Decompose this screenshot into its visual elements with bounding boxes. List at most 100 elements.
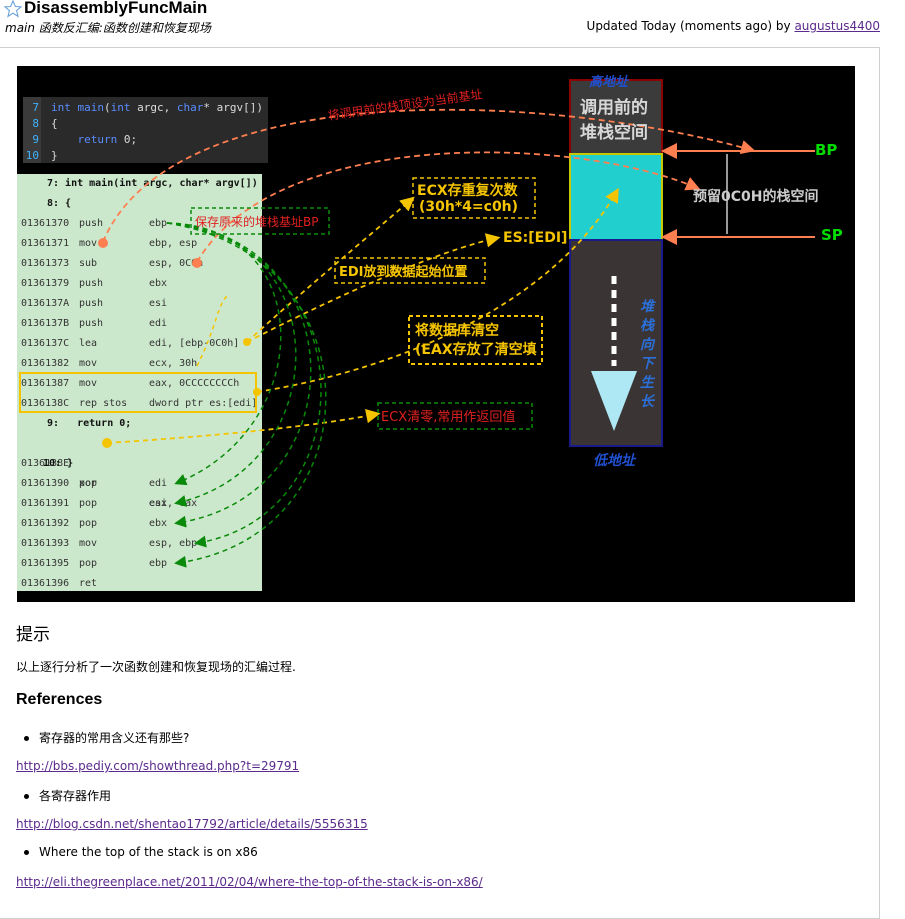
asm-opcode: ret xyxy=(79,578,98,589)
asm-opcode: mov xyxy=(79,238,98,249)
page-title: DisassemblyFuncMain xyxy=(24,0,208,17)
bullet-icon xyxy=(24,794,29,799)
label-high-address: 高地址 xyxy=(589,75,629,90)
line-number: 7 xyxy=(32,101,39,114)
code-line: return 0; xyxy=(77,133,138,146)
stack-free-block xyxy=(569,239,663,447)
asm-operand: edi xyxy=(149,478,168,489)
annotation-ecx-count: ECX存重复次数 xyxy=(417,183,518,199)
source-line: 9: return 0; xyxy=(47,418,132,429)
source-line: 10: } xyxy=(43,458,74,469)
reference-link[interactable]: http://bbs.pediy.com/showthread.php?t=29… xyxy=(16,759,300,773)
asm-address: 0136137C xyxy=(21,338,70,349)
asm-address: 01361370 xyxy=(21,218,70,229)
code-line: { xyxy=(51,117,58,130)
asm-address: 01361373 xyxy=(21,258,70,269)
line-number: 8 xyxy=(32,117,39,130)
asm-operand: esp, ebp xyxy=(149,538,198,549)
asm-opcode: push xyxy=(79,218,104,229)
disassembly-panel: 7: int main(int argc, char* argv[]) 8: {… xyxy=(17,174,262,591)
asm-operand: esi xyxy=(149,498,168,509)
asm-operand: edi xyxy=(149,318,168,329)
source-line: 8: { xyxy=(47,198,72,209)
asm-address: 01361387 xyxy=(21,378,70,389)
reference-item: 寄存器的常用含义还有那些? xyxy=(24,729,189,746)
page-summary: main 函数反汇编:函数创建和恢复现场 xyxy=(5,21,211,35)
asm-operand: esp, 0C0h xyxy=(149,258,204,269)
annotation-clear-2: (EAX存放了清空填 xyxy=(415,342,537,358)
annotation-ecx-calc: (30h*4=c0h) xyxy=(419,199,519,215)
annotation-ecx-zero: ECX清零,常用作返回值 xyxy=(381,410,516,425)
asm-address: 01361371 xyxy=(21,238,70,249)
asm-opcode: pop xyxy=(79,478,98,489)
asm-operand: ebp xyxy=(149,558,168,569)
asm-opcode: lea xyxy=(79,338,98,349)
line-number: 9 xyxy=(32,133,39,146)
asm-row: 01361395 pop ebp xyxy=(21,554,261,574)
asm-opcode: pop xyxy=(79,518,98,529)
reference-label: Where the top of the stack is on x86 xyxy=(39,845,258,859)
asm-address: 01361390 xyxy=(21,478,70,489)
updated-info: Updated Today (moments ago) by augustus4… xyxy=(587,19,880,33)
label-sp: SP xyxy=(821,226,843,244)
asm-opcode: sub xyxy=(79,258,98,269)
reference-label: 各寄存器作用 xyxy=(39,789,112,803)
asm-row: 01361370 push ebp xyxy=(21,214,261,234)
reference-link[interactable]: http://blog.csdn.net/shentao17792/articl… xyxy=(16,817,368,831)
reference-label: 寄存器的常用含义还有那些? xyxy=(39,731,190,745)
bullet-icon xyxy=(24,736,29,741)
asm-operand: ebp, esp xyxy=(149,238,198,249)
asm-row: 01361373 sub esp, 0C0h xyxy=(21,254,261,274)
asm-row: 01361379 push ebx xyxy=(21,274,261,294)
annotation-es-edi: ES:[EDI] xyxy=(503,230,568,246)
label-reserve: 预留0C0H的栈空间 xyxy=(693,189,819,205)
source-line: 7: int main(int argc, char* argv[]) xyxy=(47,178,258,189)
asm-opcode: push xyxy=(79,278,104,289)
reference-item: Where the top of the stack is on x86 xyxy=(24,845,258,859)
asm-address: 0136138C xyxy=(21,398,70,409)
reference-link[interactable]: http://eli.thegreenplace.net/2011/02/04/… xyxy=(16,875,483,889)
updated-text: Updated Today (moments ago) by xyxy=(586,19,795,33)
annotation-arrows xyxy=(98,108,815,568)
label-stack-before-2: 堆栈空间 xyxy=(580,123,648,143)
bullet-icon xyxy=(24,850,29,855)
asm-operand: eax, 0CCCCCCCCh xyxy=(149,378,240,389)
asm-opcode: rep stos xyxy=(79,398,128,409)
asm-operand: ebx xyxy=(149,278,168,289)
label-stack-grows-down: 堆栈向下生长 xyxy=(640,299,654,410)
asm-address: 01361382 xyxy=(21,358,70,369)
asm-row: 01361371 mov ebp, esp xyxy=(21,234,261,254)
label-stack-before-1: 调用前的 xyxy=(580,98,648,118)
asm-opcode: pop xyxy=(79,558,98,569)
author-link[interactable]: augustus4400 xyxy=(794,19,880,33)
label-low-address: 低地址 xyxy=(593,453,635,469)
asm-address: 01361393 xyxy=(21,538,70,549)
asm-opcode: mov xyxy=(79,358,98,369)
annotation-edi-start: EDI放到数据起始位置 xyxy=(339,265,468,280)
references-heading: References xyxy=(16,691,103,708)
asm-opcode: mov xyxy=(79,378,98,389)
asm-operand: eax, eax xyxy=(149,498,198,509)
asm-operand: ebp xyxy=(149,218,168,229)
asm-operand: dword ptr es:[edi] xyxy=(149,398,258,409)
asm-address: 01361395 xyxy=(21,558,70,569)
tip-heading: 提示 xyxy=(16,625,50,645)
asm-operand: edi, [ebp-0C0h] xyxy=(149,338,240,349)
star-icon[interactable] xyxy=(4,0,22,18)
asm-address: 0136137B xyxy=(21,318,70,329)
code-line: int main(int argc, char* argv[]) xyxy=(51,101,263,114)
asm-address: 01361392 xyxy=(21,518,70,529)
code-line: } xyxy=(51,149,58,162)
asm-address: 01361379 xyxy=(21,278,70,289)
tip-text: 以上逐行分析了一次函数创建和恢复现场的汇编过程. xyxy=(16,660,296,674)
asm-row: 01361382 mov ecx, 30h xyxy=(21,354,261,374)
annotation-clear-1: 将数据库清空 xyxy=(415,323,499,339)
annotation-save-bp: 保存原来的堆栈基址BP xyxy=(195,215,319,229)
asm-row: 01361390 pop edi xyxy=(21,474,261,494)
asm-operand: ecx, 30h xyxy=(149,358,198,369)
asm-address: 01361391 xyxy=(21,498,70,509)
